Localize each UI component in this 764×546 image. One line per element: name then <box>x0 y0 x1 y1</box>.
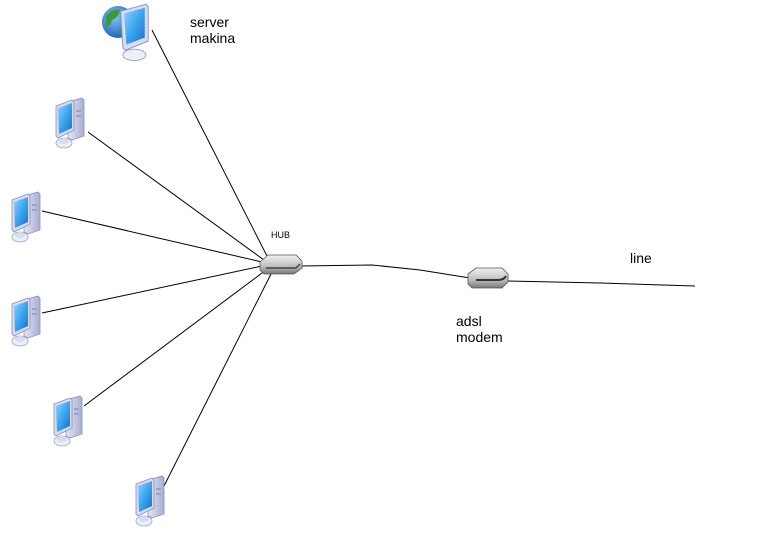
edge-pc1-hub <box>87 131 265 261</box>
hub-label: HUB <box>271 230 291 240</box>
client-computer-1 <box>55 97 85 149</box>
connection-lines <box>41 29 696 491</box>
server-label: server makina <box>190 14 236 46</box>
server-computer <box>102 3 149 62</box>
client-computer-2 <box>11 191 41 243</box>
modem-icon <box>467 267 509 289</box>
edge-pc2-hub <box>41 210 263 263</box>
computer-icon <box>120 3 149 62</box>
client-computer-3 <box>11 295 41 347</box>
computer-icon <box>135 475 165 527</box>
edge-pc3-hub <box>41 265 263 314</box>
edge-pc5-hub <box>161 271 273 491</box>
modem-label: adsl modem <box>456 313 503 345</box>
computer-icon <box>53 395 83 447</box>
hub-icon <box>259 254 303 275</box>
line-label: line <box>630 250 652 266</box>
edge-hub-modem <box>299 264 471 279</box>
edge-modem-line <box>507 280 696 287</box>
computer-icon <box>11 191 41 243</box>
edge-pc4-hub <box>83 269 267 407</box>
client-computer-4 <box>53 395 83 447</box>
client-computer-5 <box>135 475 165 527</box>
computer-icon <box>55 97 85 149</box>
edge-server-hub <box>151 29 269 259</box>
computer-icon <box>11 295 41 347</box>
